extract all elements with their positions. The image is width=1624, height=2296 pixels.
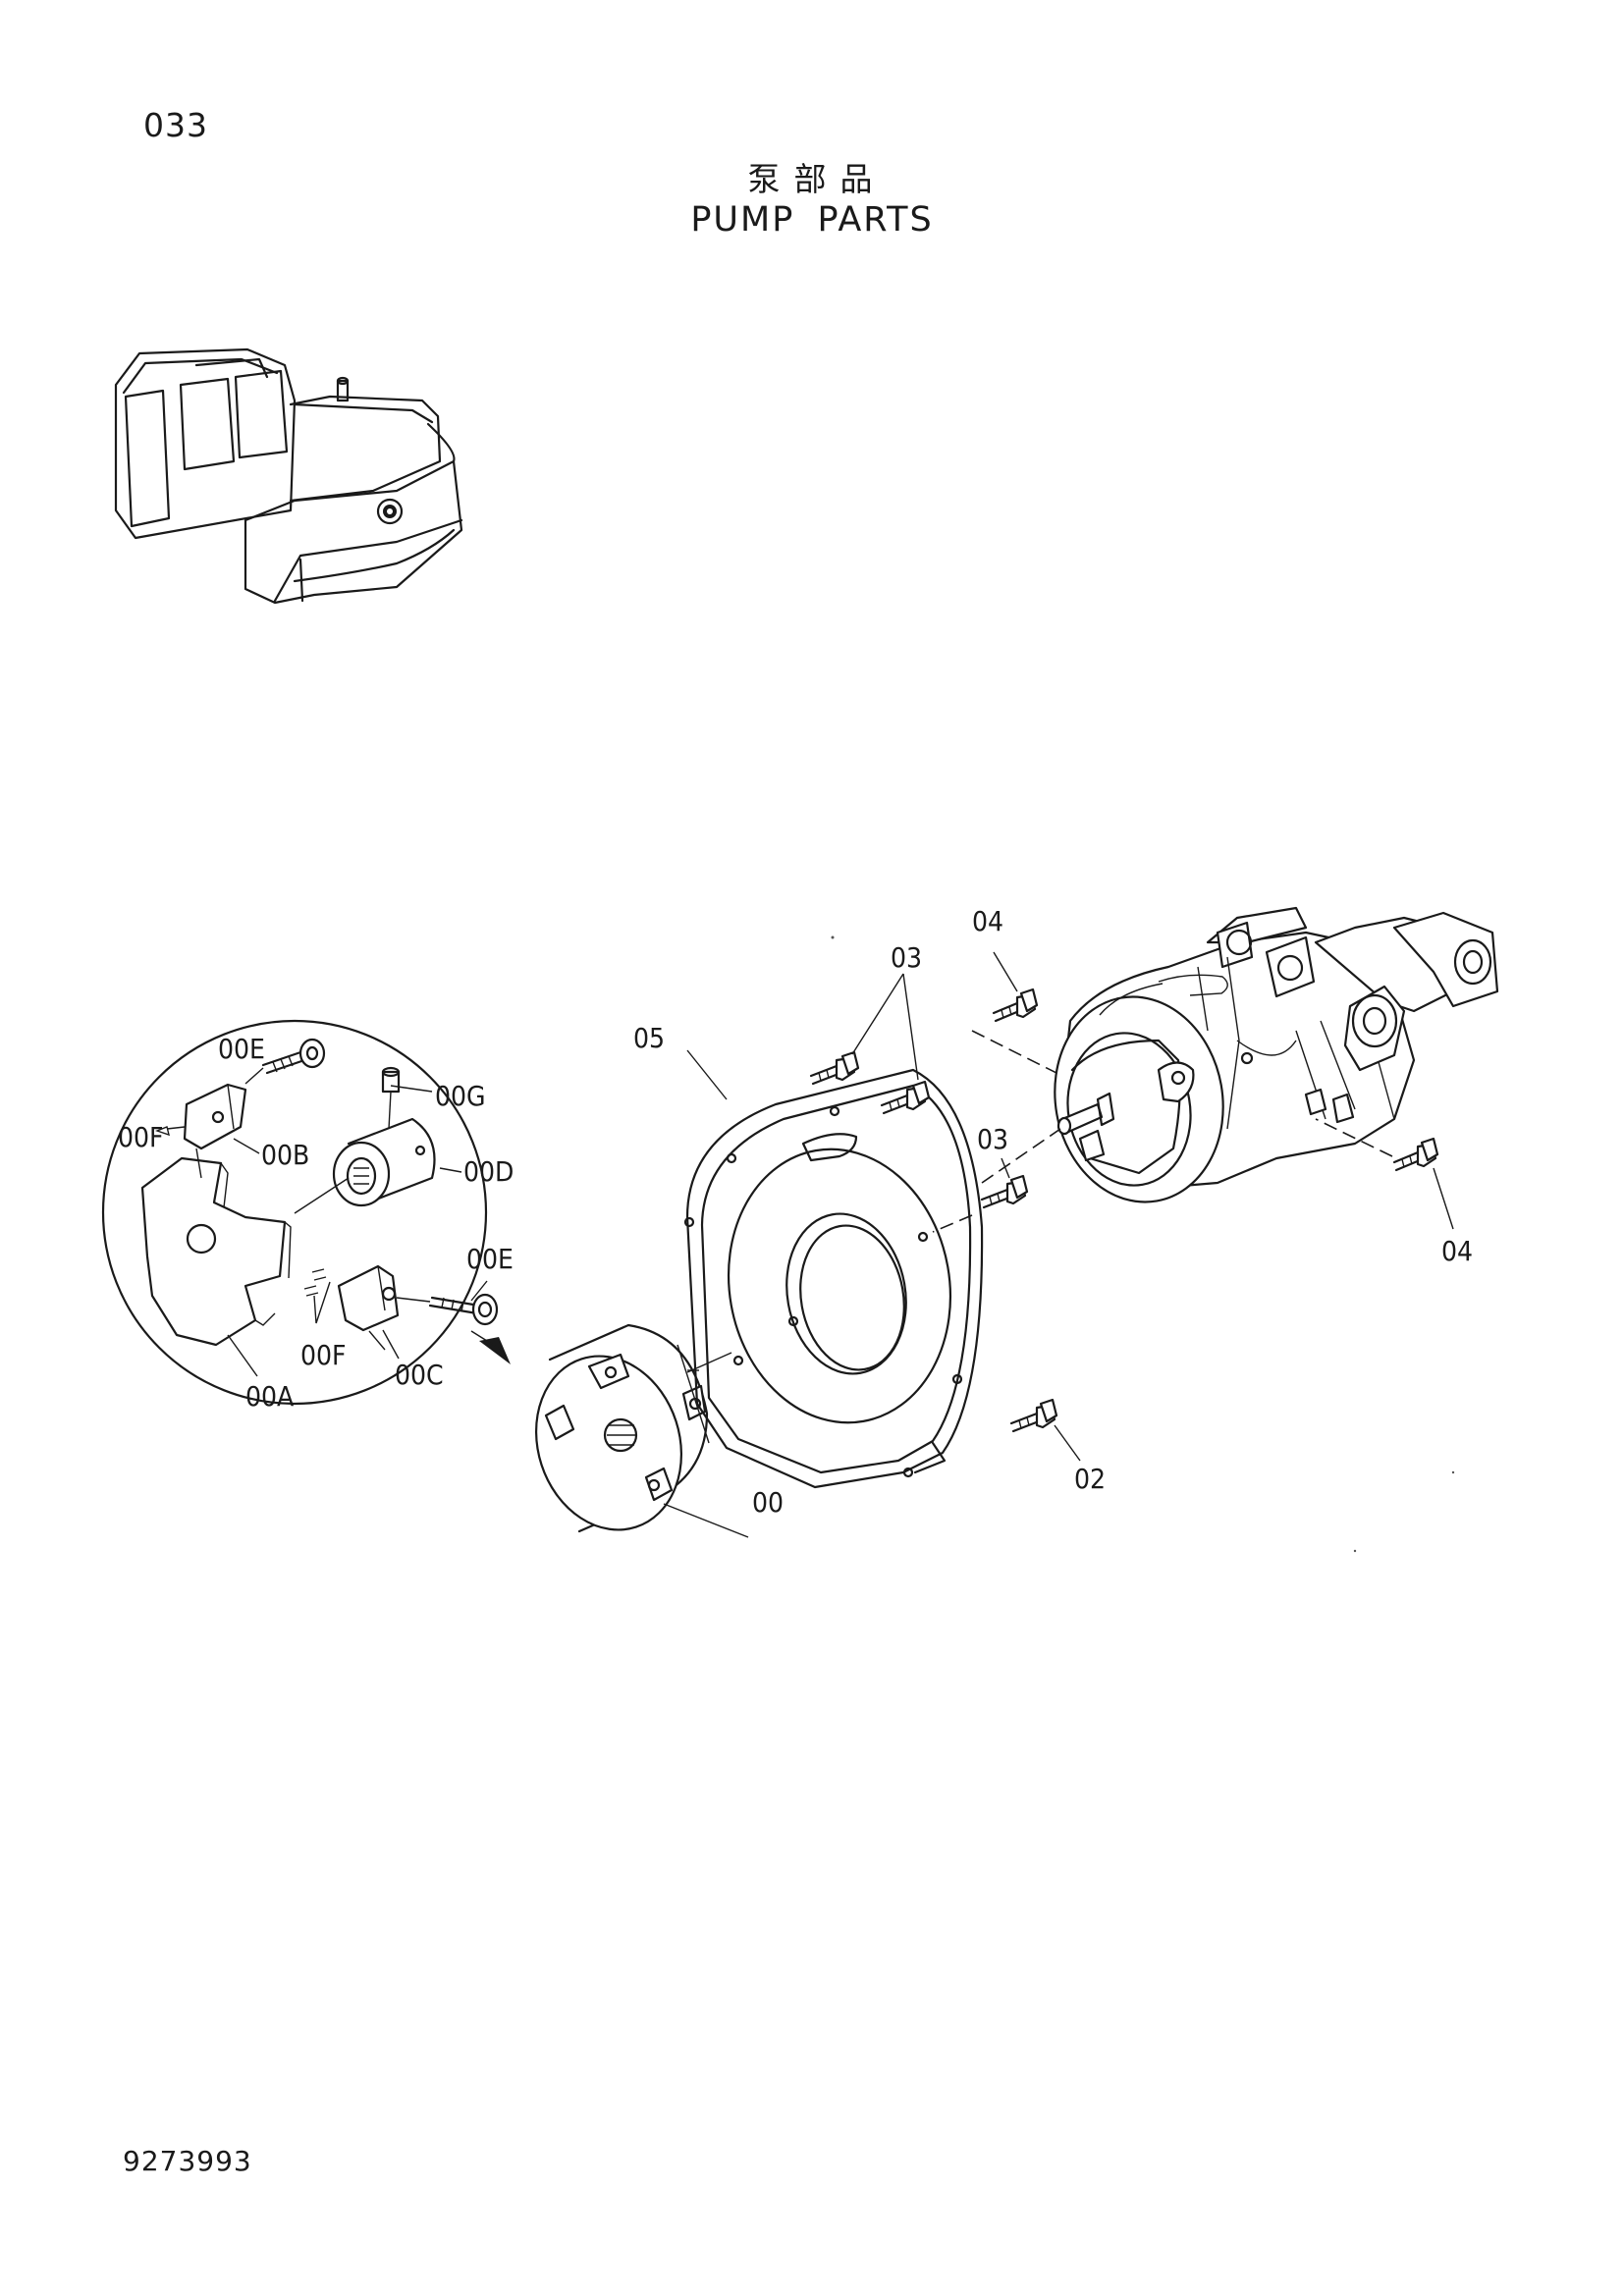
set-screw-00G: [381, 1066, 433, 1130]
bolt-03-mid: [932, 1157, 1029, 1233]
callout-00E-right: 00E: [466, 1243, 514, 1275]
hydraulic-pump: [981, 906, 1499, 1203]
callout-00G: 00G: [435, 1080, 486, 1112]
coupling-element-00A: [140, 1156, 292, 1347]
callout-00D: 00D: [463, 1155, 514, 1188]
callout-00B: 00B: [261, 1139, 309, 1171]
callout-02: 02: [1074, 1463, 1106, 1495]
bolt-02: [1009, 1398, 1081, 1462]
bolt-04-top: [971, 951, 1130, 1110]
callout-00F-left: 00F: [118, 1121, 164, 1153]
socket-screw-00E-right: [396, 1293, 499, 1326]
callout-00A: 00A: [245, 1380, 295, 1413]
coupling-assembly-00: [534, 1323, 749, 1538]
clamp-piece-00C: [337, 1264, 400, 1351]
flywheel-housing-05: [683, 1049, 984, 1489]
socket-screw-00E-top: [261, 1038, 326, 1075]
callout-00C: 00C: [395, 1359, 444, 1391]
bolt-04-right: [1315, 1118, 1454, 1230]
callout-04-right: 04: [1441, 1235, 1473, 1267]
bolt-03-right: [880, 1080, 931, 1115]
hub-00D: [332, 1117, 436, 1207]
page-number: 033: [143, 106, 208, 144]
callout-04-top: 04: [972, 905, 1003, 937]
page-title-english: PUMP PARTS: [690, 200, 934, 240]
callout-05: 05: [633, 1022, 665, 1054]
clamp-piece-00B: [154, 1083, 247, 1179]
excavator-locator-illustration: [114, 347, 463, 605]
callout-03-mid: 03: [977, 1123, 1008, 1155]
page-title-chinese: 泵部品: [747, 160, 887, 198]
callout-03-top: 03: [891, 941, 922, 974]
leader-03-top: [851, 973, 919, 1081]
bolt-03-left: [809, 1050, 860, 1086]
pins-00F: [303, 1268, 331, 1324]
callout-00: 00: [752, 1486, 784, 1519]
detail-leader-lines: [227, 1067, 488, 1377]
callout-00E-top: 00E: [218, 1033, 265, 1065]
document-number: 9273993: [123, 2145, 252, 2177]
callout-00F-bottom: 00F: [300, 1339, 347, 1371]
coupling-detail-circle: [101, 1019, 511, 1406]
